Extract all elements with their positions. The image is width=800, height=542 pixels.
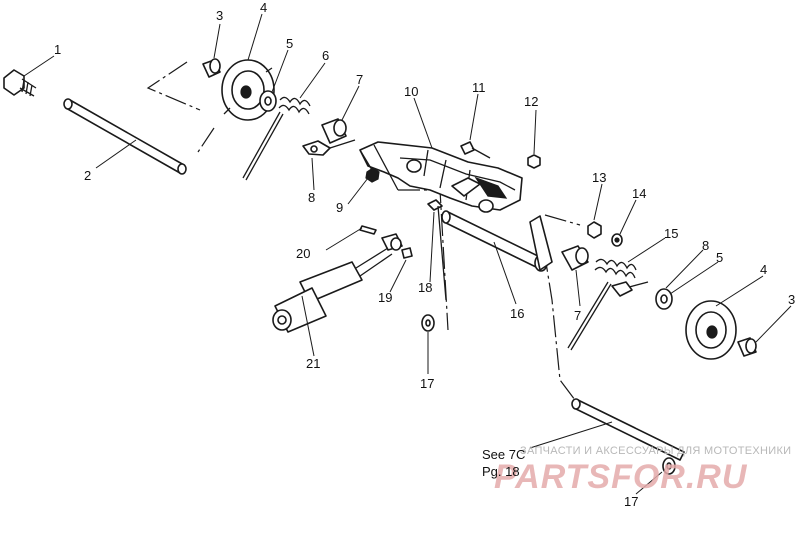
bolt-part-18	[427, 199, 447, 301]
shaft-part-2	[63, 98, 187, 175]
reference-line-1: See 7C	[482, 447, 526, 462]
spring-arm-part-8-left	[302, 139, 356, 156]
callout-16: 16	[510, 306, 524, 321]
callout-8: 8	[308, 190, 315, 205]
callout-20: 20	[296, 246, 310, 261]
group-outline-right	[543, 214, 581, 401]
callout-7-right: 7	[574, 308, 581, 323]
shock-end-part-19	[381, 233, 413, 259]
torsion-spring-part-6-left	[242, 96, 311, 181]
leader-lines	[23, 13, 792, 495]
bushing-part-3-right	[737, 337, 757, 357]
callout-17-center: 17	[420, 376, 434, 391]
bracket-part-10	[359, 141, 523, 213]
watermark-logo: PARTSFOR.RU	[494, 458, 748, 496]
pin-part-20	[359, 225, 377, 235]
callout-12: 12	[524, 94, 538, 109]
watermark-caption: ЗАПЧАСТИ И АКСЕССУАРЫ ДЛЯ МОТОТЕХНИКИ	[520, 445, 792, 457]
callout-3-right: 3	[788, 292, 795, 307]
washer-part-14	[611, 233, 623, 247]
cross-shaft-part-16	[441, 210, 548, 272]
idler-wheel-part-4-right	[685, 300, 737, 360]
callout-14: 14	[632, 186, 646, 201]
callout-10: 10	[404, 84, 418, 99]
callout-18: 18	[418, 280, 432, 295]
callout-8-right: 8	[702, 238, 709, 253]
bolt-part-11	[460, 141, 491, 159]
callout-21: 21	[306, 356, 320, 371]
washer-part-17-lower	[662, 457, 676, 475]
reference-line-2: Pg. 18	[482, 464, 520, 479]
callout-6: 6	[322, 48, 329, 63]
callout-7: 7	[356, 72, 363, 87]
bushing-part-3-left	[202, 58, 221, 78]
torsion-spring-part-15-right	[567, 258, 637, 351]
washer-part-5-left	[259, 90, 277, 112]
callout-5-right: 5	[716, 250, 723, 265]
callout-15: 15	[664, 226, 678, 241]
callout-4-right: 4	[760, 262, 767, 277]
group-outline-left	[146, 61, 215, 153]
long-shaft-lower	[571, 398, 685, 461]
nut-part-12	[527, 154, 541, 169]
washer-part-17-center	[421, 314, 435, 332]
bolt-part-1	[3, 69, 37, 97]
callout-9: 9	[336, 200, 343, 215]
page-reference: See 7C Pg. 18	[482, 446, 525, 480]
bushing-part-7-right	[561, 245, 589, 271]
callout-1: 1	[54, 42, 61, 57]
callout-2: 2	[84, 168, 91, 183]
callout-19: 19	[378, 290, 392, 305]
callout-17-lower: 17	[624, 494, 638, 509]
shock-absorber-part-21	[272, 247, 393, 333]
callout-3: 3	[216, 8, 223, 23]
callout-4: 4	[260, 0, 267, 15]
callout-11: 11	[472, 80, 486, 95]
nut-part-13	[587, 221, 602, 239]
washer-part-5-right	[655, 288, 673, 310]
callout-5: 5	[286, 36, 293, 51]
spring-arm-part-8-right	[611, 281, 649, 297]
bushing-part-7-left	[321, 118, 347, 144]
pivot-arm	[529, 215, 553, 271]
callout-13: 13	[592, 170, 606, 185]
